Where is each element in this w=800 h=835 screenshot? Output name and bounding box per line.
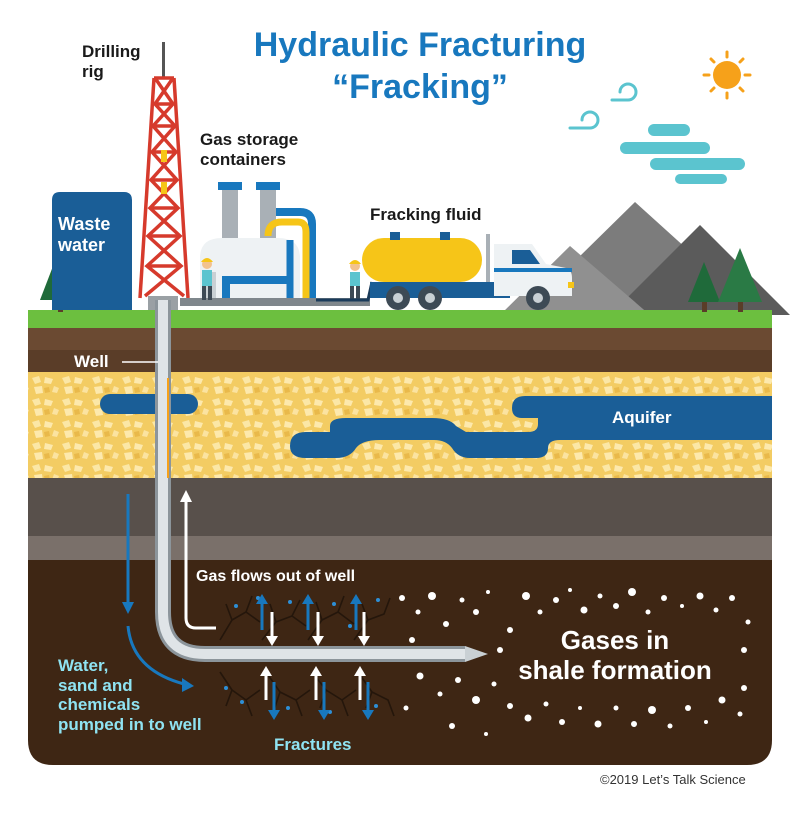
waste-water-label: Waste water bbox=[58, 214, 110, 255]
water-pumped-arrow bbox=[126, 494, 185, 686]
water-arrow-head bbox=[122, 602, 134, 614]
cloud-icon bbox=[620, 124, 745, 184]
waste-water-label-line: water bbox=[58, 234, 106, 255]
fracture-arrows bbox=[260, 602, 370, 712]
gas-storage-label: Gas storage containers bbox=[200, 130, 298, 169]
wind-icon bbox=[568, 82, 638, 130]
fracking-fluid-label: Fracking fluid bbox=[370, 205, 482, 224]
water-sand-label-line: sand and bbox=[58, 675, 133, 695]
shale-layer bbox=[28, 560, 772, 765]
title-line-2: “Fracking” bbox=[332, 68, 508, 106]
fluid-dots bbox=[224, 596, 380, 714]
gas-flow-arrow-head bbox=[180, 490, 192, 502]
worker-icon bbox=[201, 258, 213, 300]
grass-layer bbox=[28, 310, 772, 330]
drill-bit bbox=[465, 646, 488, 662]
gas-storage-label-line: Gas storage bbox=[200, 130, 299, 149]
drilling-rig-label-line: rig bbox=[82, 61, 104, 81]
water-sand-label-line: Water, bbox=[58, 656, 109, 675]
drilling-rig bbox=[138, 42, 190, 310]
gases-in-shale-label-line: Gases in bbox=[560, 625, 670, 655]
gas-flow-arrow bbox=[184, 500, 216, 630]
fractures-label: Fractures bbox=[274, 735, 352, 754]
water-sand-chemicals-label: Water, sand and chemicals pumped in to w… bbox=[58, 656, 202, 734]
water-sand-label-line: pumped in to well bbox=[58, 714, 202, 734]
rock-layer bbox=[28, 478, 772, 536]
gases-in-shale-label: Gases in shale formation bbox=[510, 625, 720, 686]
gas-flows-label: Gas flows out of well bbox=[196, 568, 356, 585]
drilling-rig-label: Drilling rig bbox=[82, 42, 141, 81]
aquifer-water bbox=[100, 394, 772, 458]
copyright-notice: ©2019 Let’s Talk Science bbox=[600, 772, 746, 787]
gas-storage-label-line: containers bbox=[200, 149, 286, 169]
well-pipe bbox=[155, 300, 488, 662]
fluid-hose bbox=[316, 281, 374, 302]
worker-icon bbox=[349, 260, 361, 300]
well-label: Well bbox=[74, 352, 109, 371]
right-trees bbox=[688, 248, 762, 312]
gases-in-shale-label-line: shale formation bbox=[518, 654, 712, 685]
water-sand-label-line: chemicals bbox=[58, 695, 141, 715]
title-line-1: Hydraulic Fracturing bbox=[253, 26, 587, 64]
waste-water-label-line: Waste bbox=[58, 214, 111, 234]
drilling-rig-label-line: Drilling bbox=[82, 42, 141, 61]
fracking-fluid-truck bbox=[362, 232, 574, 310]
sun-icon bbox=[702, 50, 752, 100]
water-arrow-head bbox=[182, 678, 194, 692]
gas-storage-containers bbox=[180, 182, 370, 306]
fracture-arrow-heads bbox=[256, 594, 374, 720]
waste-water-tank bbox=[52, 192, 132, 310]
aquifer-label: Aquifer bbox=[612, 408, 672, 427]
gas-bubbles bbox=[399, 588, 751, 736]
ground-cross-section bbox=[28, 310, 772, 765]
